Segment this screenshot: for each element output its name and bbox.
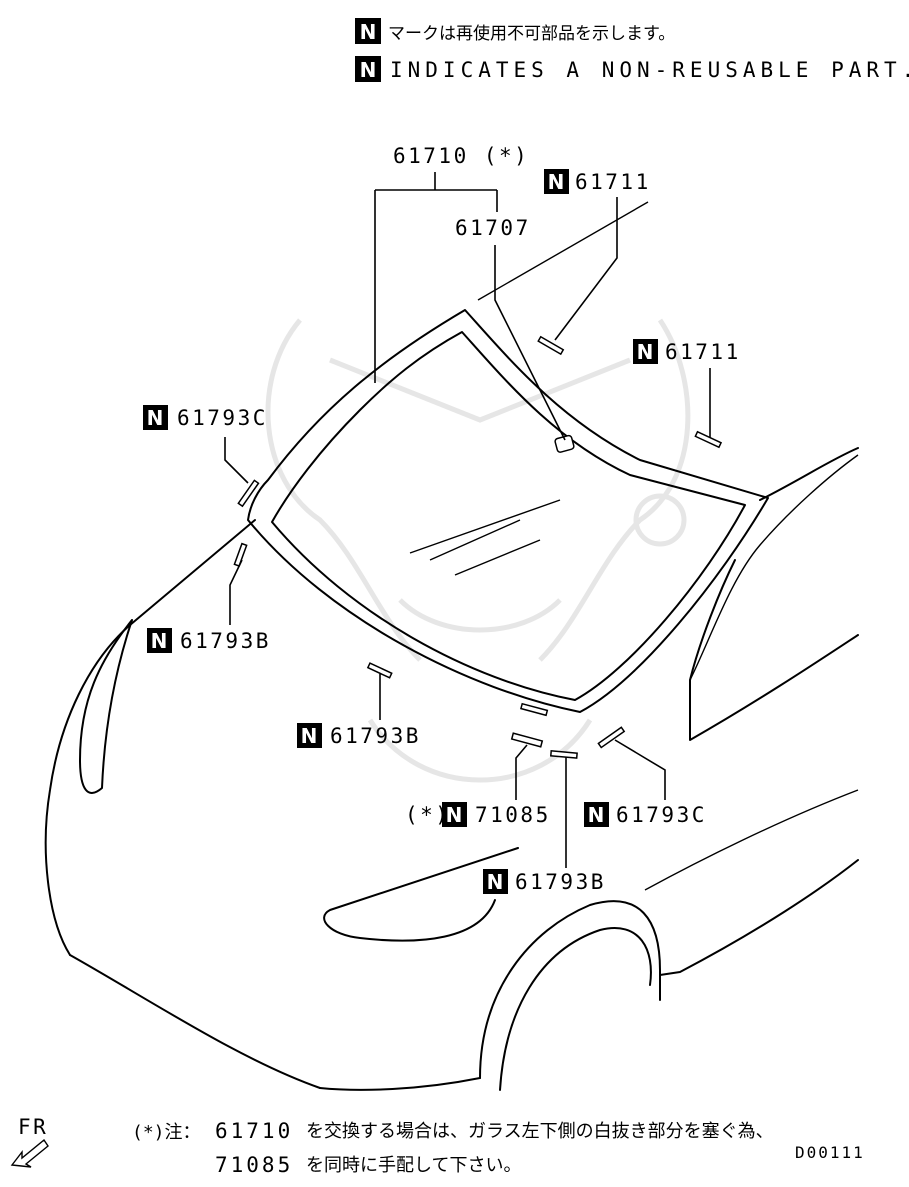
callout-mirror-base: 61707 xyxy=(455,216,531,240)
callout-lower-clip-left: 61793B xyxy=(330,724,421,748)
footnote-line-2: を同時に手配して下さい。 xyxy=(306,1155,521,1176)
n-mark-box xyxy=(442,802,467,827)
n-mark-box xyxy=(483,869,508,894)
dam-part xyxy=(520,702,549,717)
footnote-line-1: を交換する場合は、ガラス左下側の白抜き部分を塞ぐ為、 xyxy=(306,1121,774,1142)
lower-clip-center xyxy=(549,750,578,759)
n-mark-box xyxy=(297,723,322,748)
n-mark-box xyxy=(355,18,381,44)
drawing-code: D00111 xyxy=(795,1143,865,1162)
car-body-outline xyxy=(44,201,859,1091)
lower-clip-left xyxy=(366,662,393,679)
n-mark-box xyxy=(143,405,168,430)
n-mark-box xyxy=(544,169,569,194)
callout-upper-clip-left: 61711 xyxy=(575,170,651,194)
footnote-marker: (*)注： xyxy=(132,1122,201,1143)
n-mark-box xyxy=(633,339,658,364)
legend-english: INDICATES A NON-REUSABLE PART. xyxy=(390,58,909,82)
n-mark-letter: N xyxy=(446,803,463,827)
callout-side-clip-lower: 61793B xyxy=(180,629,271,653)
callout-dam: 71085 xyxy=(475,803,551,827)
callout-side-clip-upper: 61793C xyxy=(177,406,268,430)
leader-lines xyxy=(224,172,711,868)
callout-upper-clip-right: 61711 xyxy=(665,340,741,364)
footnote-part-number-2: 71085 xyxy=(215,1153,293,1177)
front-direction-indicator: FR xyxy=(10,1115,49,1168)
n-mark-letter: N xyxy=(588,803,605,827)
n-mark-box xyxy=(355,56,381,82)
lower-clip-a xyxy=(510,732,544,748)
lower-clip-right xyxy=(597,726,626,749)
side-clip-lower xyxy=(233,542,248,567)
callout-dam-marker: (*) xyxy=(405,803,450,827)
callout-assembly: 61710 (*) xyxy=(393,144,529,168)
callout-labels: 61710 (*) 61707 N 61711 N 61711 N 61793C… xyxy=(143,144,741,894)
upper-clip-left xyxy=(537,335,565,356)
watermark-emblem xyxy=(265,318,691,783)
direction-label: FR xyxy=(18,1115,48,1139)
footnote-part-number-1: 61710 xyxy=(215,1119,293,1143)
n-mark-letter: N xyxy=(360,58,377,82)
n-mark-letter: N xyxy=(637,340,654,364)
callout-lower-clip-center: 61793B xyxy=(515,870,606,894)
n-mark-box xyxy=(147,628,172,653)
n-mark-letter: N xyxy=(487,870,504,894)
n-mark-letter: N xyxy=(147,406,164,430)
legend: N マークは再使用不可部品を示します。 N INDICATES A NON-RE… xyxy=(355,18,909,82)
clips xyxy=(233,335,723,759)
arrow-down-left-icon xyxy=(10,1138,49,1168)
n-mark-box xyxy=(584,802,609,827)
legend-japanese: マークは再使用不可部品を示します。 xyxy=(388,23,675,44)
n-mark-letter: N xyxy=(151,629,168,653)
callout-lower-clip-right: 61793C xyxy=(616,803,707,827)
n-mark-letter: N xyxy=(301,724,318,748)
n-mark-letter: N xyxy=(360,20,377,44)
n-mark-letter: N xyxy=(548,170,565,194)
footnote: (*)注： 61710 を交換する場合は、ガラス左下側の白抜き部分を塞ぐ為、 7… xyxy=(132,1119,774,1177)
side-clip-upper xyxy=(237,479,260,508)
upper-clip-right xyxy=(694,430,723,449)
windshield-glass xyxy=(247,309,769,713)
